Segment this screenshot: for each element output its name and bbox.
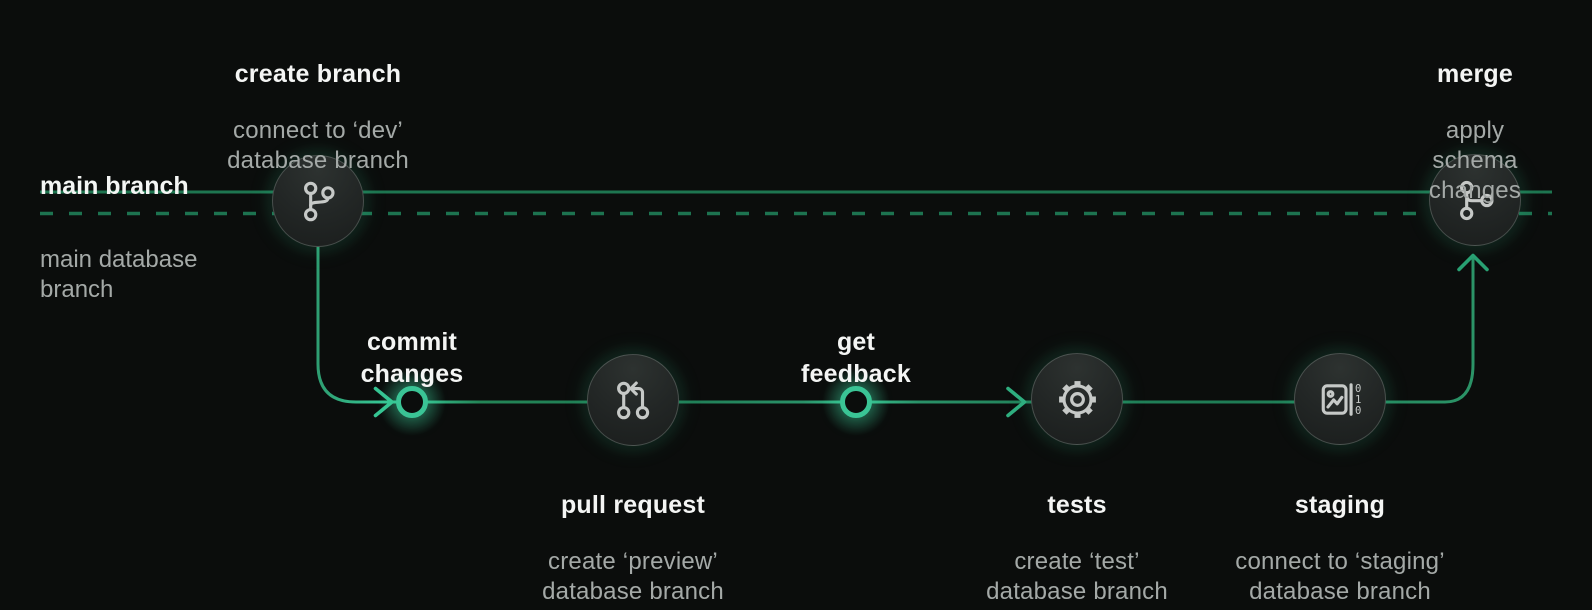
pull-request-subtitle: create ‘preview’ database branch — [542, 548, 724, 605]
staging-bit-1: 1 — [1354, 394, 1360, 406]
gear-icon — [1058, 380, 1096, 418]
staging-label: staging connect to ‘staging’ database br… — [1235, 471, 1444, 610]
arrow-to-tests — [1006, 386, 1027, 418]
get-feedback-label: get feedback — [801, 308, 911, 408]
create-branch-title: create branch — [234, 60, 402, 88]
git-pull-request-icon — [616, 381, 649, 419]
staging-bit-2: 0 — [1354, 404, 1360, 416]
merge-title: merge — [1436, 60, 1514, 88]
create-branch-node — [272, 155, 364, 247]
staging-subtitle: connect to ‘staging’ database branch — [1235, 548, 1445, 605]
commit-changes-label: commit changes — [361, 308, 464, 408]
tests-label: tests create ‘test’ database branch — [986, 471, 1168, 610]
feedback-node — [840, 386, 872, 418]
tests-node — [1031, 353, 1123, 445]
main-branch-label: main branch — [40, 152, 189, 220]
staging-node: 0 1 0 — [1294, 353, 1386, 445]
main-branch-title: main branch — [40, 172, 189, 200]
git-merge-icon — [1459, 180, 1494, 220]
staging-bit-0: 0 — [1354, 383, 1360, 395]
schema-diff-icon: 0 1 0 — [1321, 383, 1361, 416]
merge-node — [1429, 154, 1521, 246]
pull-request-node — [587, 354, 679, 446]
tests-subtitle: create ‘test’ database branch — [986, 548, 1168, 605]
pull-request-label: pull request create ‘preview’ database b… — [542, 471, 724, 610]
get-feedback-title: get feedback — [801, 328, 911, 388]
main-database-branch-label: main database branch — [40, 227, 197, 323]
merge-subtitle: apply schema changes — [1428, 117, 1522, 204]
commit-changes-title: commit changes — [360, 328, 464, 388]
tests-title: tests — [1047, 491, 1107, 519]
create-branch-subtitle: connect to ‘dev’ database branch — [227, 117, 409, 174]
commit-node — [396, 386, 428, 418]
merge-label: merge apply schema changes — [1417, 40, 1534, 224]
main-database-branch-title: main database branch — [40, 246, 198, 303]
staging-title: staging — [1294, 491, 1386, 519]
arrow-to-merge — [1457, 253, 1489, 272]
create-branch-label: create branch connect to ‘dev’ database … — [227, 40, 409, 194]
git-branch-icon — [303, 181, 335, 221]
pull-request-title: pull request — [560, 491, 706, 519]
